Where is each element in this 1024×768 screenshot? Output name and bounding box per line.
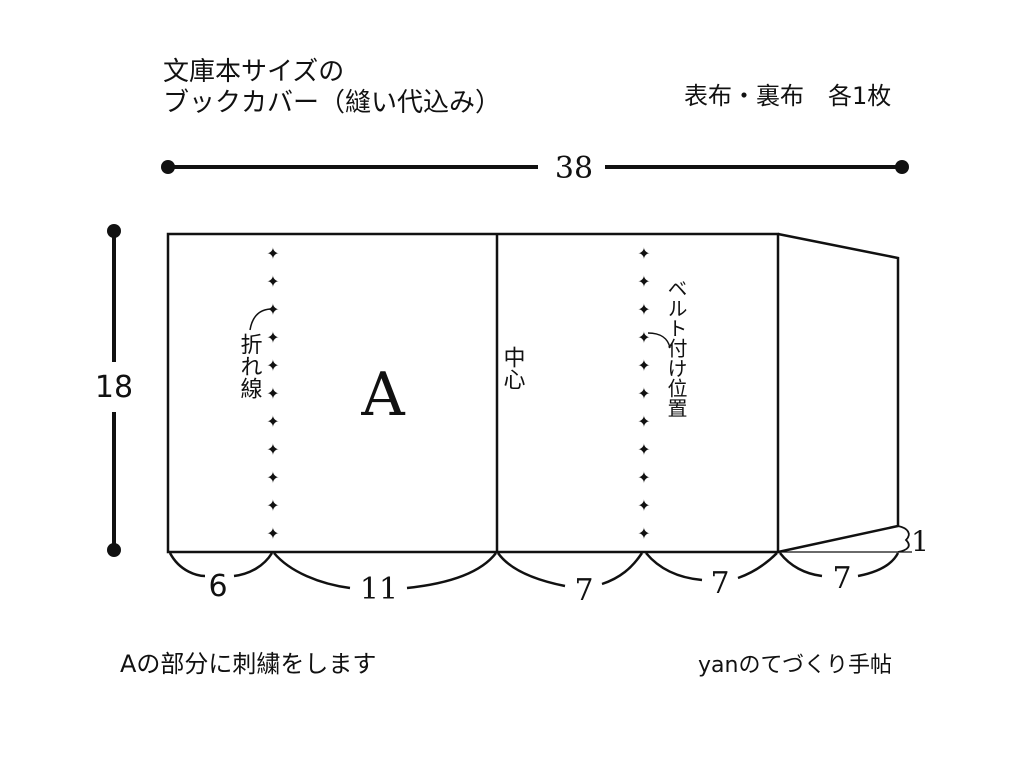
height-dimension-endpoint-bottom [107,543,121,557]
flap-offset-label: 1 [911,525,929,558]
svg-text:✦: ✦ [637,328,650,347]
belt-position-markers: ✦ ✦ ✦ ✦ ✦ ✦ ✦ ✦ ✦ ✦ ✦ [637,244,650,543]
center-label: 中心 [500,346,526,390]
fold-line-leader [249,308,271,331]
cover-body-outline [166,232,780,554]
bottom-dimension-label-3: 7 [574,573,593,608]
svg-text:✦: ✦ [266,244,279,263]
svg-text:✦: ✦ [637,300,650,319]
width-dimension-label: 38 [555,151,593,186]
bottom-dimension-curve-5b [857,552,900,578]
bottom-dimension-label-4: 7 [710,566,729,601]
height-dimension-label: 18 [95,370,133,405]
bottom-dimension-curve-1b [233,552,274,578]
svg-text:✦: ✦ [266,328,279,347]
materials-note: 表布・裏布 各1枚 [684,82,891,110]
fold-line-markers: ✦ ✦ ✦ ✦ ✦ ✦ ✦ ✦ ✦ ✦ ✦ [266,244,279,543]
svg-text:✦: ✦ [637,356,650,375]
svg-text:✦: ✦ [637,440,650,459]
svg-text:✦: ✦ [637,272,650,291]
flap-outline [777,232,900,554]
height-dimension-endpoint-top [107,224,121,238]
area-a-label: A [360,360,405,430]
svg-text:折れ線: 折れ線 [237,333,263,399]
title-line-1: 文庫本サイズの [163,57,344,87]
svg-text:✦: ✦ [266,468,279,487]
bottom-dimension-curve-1 [168,552,206,578]
fold-line-label: 折れ線 [237,333,263,399]
credit-label: yanのてづくり手帖 [698,653,892,678]
svg-text:✦: ✦ [266,272,279,291]
svg-text:✦: ✦ [266,440,279,459]
flap-offset-bracket [897,525,910,553]
bottom-dimension-label-5: 7 [832,561,851,596]
svg-text:✦: ✦ [637,384,650,403]
svg-text:✦: ✦ [637,412,650,431]
bottom-dimension-curve-4a [645,552,703,582]
svg-text:✦: ✦ [637,468,650,487]
svg-text:✦: ✦ [266,524,279,543]
embroidery-note: Aの部分に刺繍をします [120,650,376,678]
bottom-dimension-curve-2b [406,552,497,590]
title-line-2: ブックカバー（縫い代込み） [163,88,501,118]
svg-text:✦: ✦ [637,244,650,263]
bottom-dimension-curve-3a [496,552,566,588]
svg-text:✦: ✦ [266,300,279,319]
bottom-dimension-label-2: 11 [360,572,398,607]
svg-text:✦: ✦ [637,496,650,515]
bottom-dimension-curve-5a [779,552,823,578]
svg-text:✦: ✦ [637,524,650,543]
bottom-dimension-curve-4b [737,552,778,580]
bottom-dimension-curve-2a [273,552,351,590]
svg-text:✦: ✦ [266,412,279,431]
width-dimension-endpoint-left [161,160,175,174]
width-dimension-endpoint-right [895,160,909,174]
bottom-dimension-label-1: 6 [208,569,227,604]
svg-text:✦: ✦ [266,384,279,403]
belt-position-leader [647,332,671,349]
svg-text:✦: ✦ [266,496,279,515]
belt-position-label: ベルト付け位置 [664,278,688,418]
bottom-dimension-curve-3b [601,552,644,586]
svg-text:✦: ✦ [266,356,279,375]
